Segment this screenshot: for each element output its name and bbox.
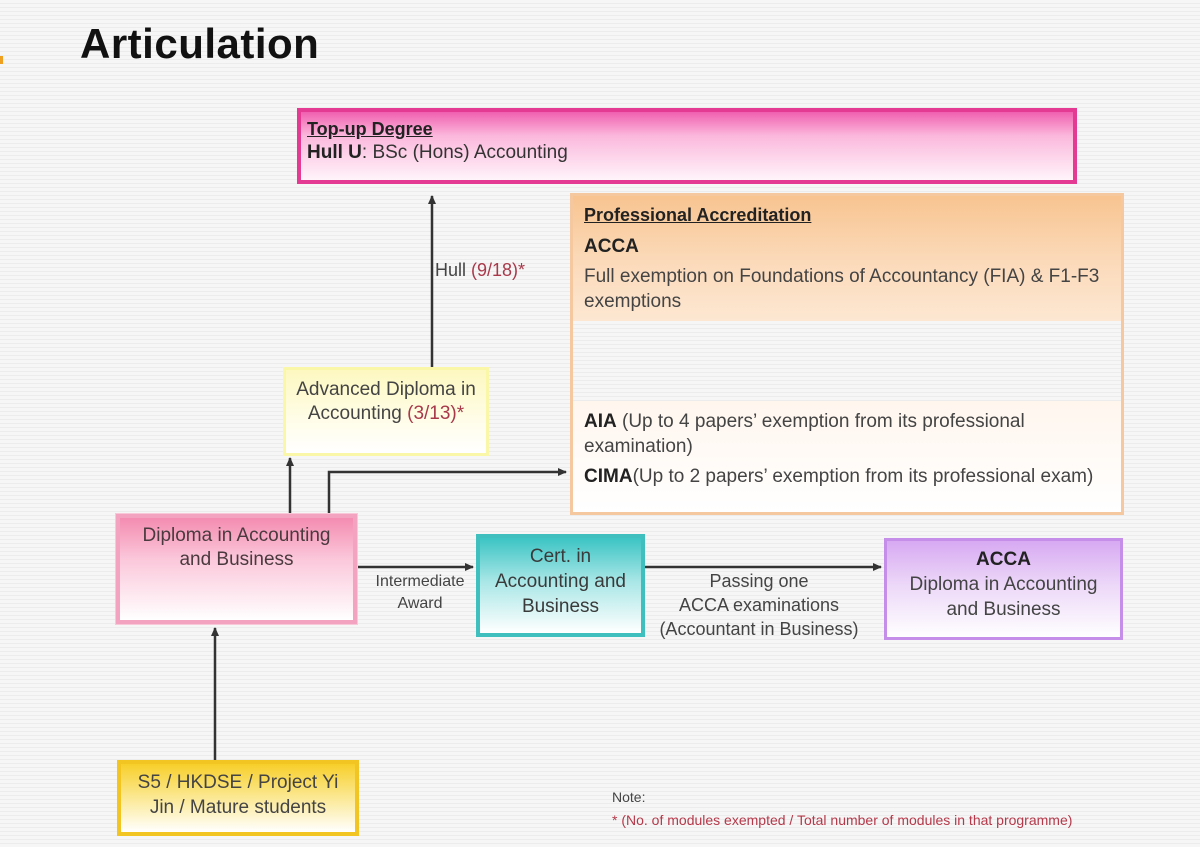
note-heading: Note:: [612, 789, 646, 805]
cert-line2: Accounting and: [495, 571, 626, 592]
arrow-diploma-to-professional: [327, 468, 567, 514]
prof-aia-text: (Up to 4 papers’ exemption from its prof…: [584, 411, 1025, 457]
acca-diploma-box: ACCA Diploma in Accounting and Business: [884, 538, 1123, 640]
acca-diploma-line2: and Business: [946, 599, 1061, 620]
hull-label-text: Hull: [435, 260, 472, 280]
page-title: Articulation: [80, 20, 320, 67]
diploma-line1: Diploma in Accounting: [142, 525, 331, 546]
advanced-line2-text: Accounting: [307, 403, 408, 424]
entry-line2: Jin / Mature students: [149, 797, 327, 818]
advanced-line1: Advanced Diploma in: [296, 379, 476, 400]
prof-acca-text: Full exemption on Foundations of Account…: [584, 266, 1100, 312]
diploma-box: Diploma in Accounting and Business: [115, 513, 358, 625]
slide-edge-marker: [0, 56, 3, 64]
passing-line2: ACCA examinations: [678, 595, 840, 615]
advanced-line2: Accounting (3/13)*: [286, 402, 486, 426]
acca-diploma-heading: ACCA: [976, 549, 1031, 570]
prof-cima-label: CIMA: [584, 466, 633, 487]
topup-degree-box: Top-up Degree Hull U: BSc (Hons) Account…: [297, 108, 1077, 184]
professional-accreditation-box: Professional Accreditation ACCA Full exe…: [570, 193, 1124, 515]
prof-aia: AIA (Up to 4 papers’ exemption from its …: [584, 409, 1111, 459]
prof-cima-text: (Up to 2 papers’ exemption from its prof…: [632, 466, 1094, 487]
diploma-line2: and Business: [179, 549, 294, 570]
acca-diploma-line1: Diploma in Accounting: [909, 574, 1098, 595]
certificate-box: Cert. in Accounting and Business: [476, 534, 645, 637]
prof-heading: Professional Accreditation: [584, 205, 812, 225]
cert-line3: Business: [521, 596, 600, 617]
prof-cima: CIMA(Up to 2 papers’ exemption from its …: [584, 464, 1111, 489]
passing-line1: Passing one: [709, 571, 809, 591]
hull-ratio: (9/18)*: [471, 260, 526, 280]
passing-exam-label: Passing one ACCA examinations (Accountan…: [648, 569, 870, 641]
prof-acca-label: ACCA: [584, 236, 639, 257]
hull-edge-label: Hull (9/18)*: [435, 259, 525, 281]
prof-bottom-band: [573, 401, 1121, 512]
prof-top-band: [573, 196, 1121, 321]
advanced-ratio: (3/13)*: [407, 403, 465, 424]
advanced-diploma-box: Advanced Diploma in Accounting (3/13)*: [283, 367, 489, 456]
cert-line1: Cert. in: [529, 546, 592, 567]
topup-program: Hull U: BSc (Hons) Accounting: [307, 141, 1067, 165]
prof-middle-band: [573, 321, 1121, 401]
intermediate-line1: Intermediate: [375, 573, 465, 590]
entry-line1: S5 / HKDSE / Project Yi: [137, 772, 339, 793]
note-text: * (No. of modules exempted / Total numbe…: [612, 812, 1073, 828]
topup-heading: Top-up Degree: [307, 119, 433, 139]
footnote: Note: * (No. of modules exempted / Total…: [612, 786, 1072, 832]
intermediate-award-label: Intermediate Award: [365, 571, 475, 615]
intermediate-line2: Award: [397, 595, 443, 612]
entry-requirements-box: S5 / HKDSE / Project Yi Jin / Mature stu…: [117, 760, 359, 836]
passing-line3: (Accountant in Business): [659, 619, 859, 639]
topup-institution: Hull U: [307, 142, 362, 163]
prof-aia-label: AIA: [584, 411, 617, 432]
topup-program-name: : BSc (Hons) Accounting: [361, 142, 568, 163]
